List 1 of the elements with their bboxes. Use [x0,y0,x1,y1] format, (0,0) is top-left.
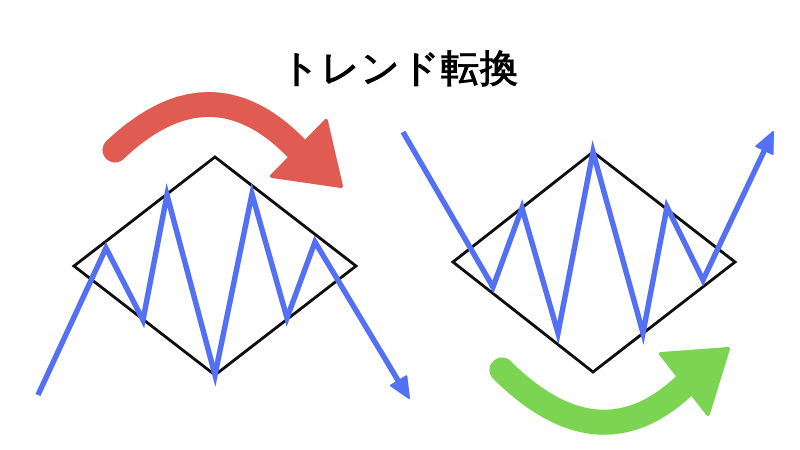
title: トレンド転換 [281,46,519,90]
